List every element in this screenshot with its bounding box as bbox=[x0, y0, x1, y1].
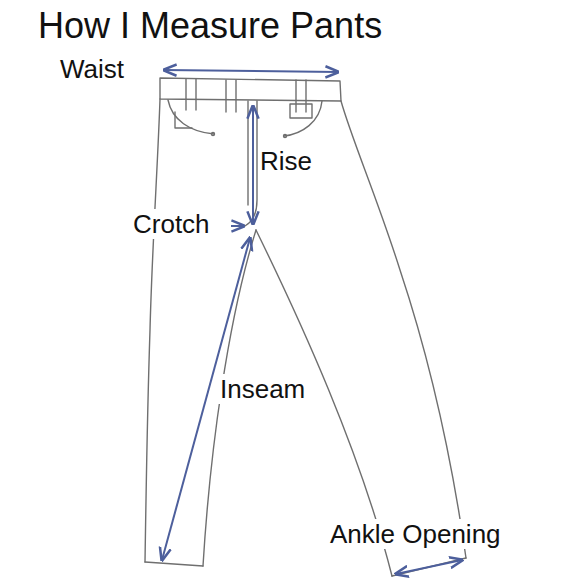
waist-arrow bbox=[164, 70, 338, 72]
measure-label: Crotch bbox=[131, 209, 212, 239]
crotch-pointer bbox=[231, 225, 244, 227]
ankle-arrow bbox=[396, 560, 462, 574]
measure-label: Rise bbox=[258, 146, 314, 176]
rise-arrow bbox=[252, 106, 254, 224]
pants-outline bbox=[145, 78, 466, 576]
measure-label: Inseam bbox=[218, 374, 307, 404]
measure-arrows bbox=[162, 70, 462, 574]
measure-label: Waist bbox=[58, 54, 126, 84]
page-title: How I Measure Pants bbox=[38, 6, 382, 46]
measure-label: Ankle Opening bbox=[328, 519, 503, 549]
